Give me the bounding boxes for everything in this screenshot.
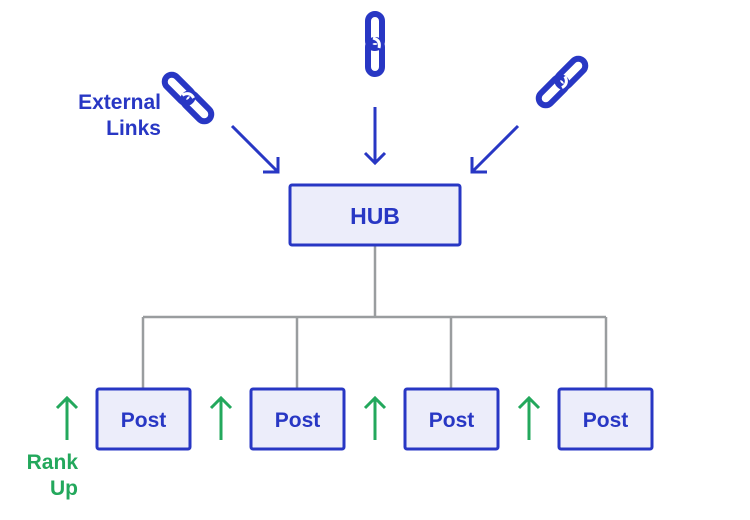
- arrow-down-left-icon: [470, 124, 520, 174]
- post-node: Post: [249, 387, 346, 451]
- arrow-down-icon: [363, 107, 387, 166]
- arrow-up-icon: [55, 395, 79, 440]
- connector-lines: [141, 246, 608, 388]
- rank-up-label-line2: Up: [50, 477, 78, 500]
- link-icon: [536, 56, 588, 108]
- post-node: Post: [95, 387, 192, 451]
- post-label: Post: [275, 409, 321, 432]
- arrow-up-icon: [517, 395, 541, 440]
- post-node: Post: [557, 387, 654, 451]
- link-icon: [368, 14, 382, 74]
- external-links-label-line1: External: [78, 91, 161, 114]
- rank-up-label-line1: Rank: [27, 451, 79, 474]
- arrow-up-icon: [363, 395, 387, 440]
- arrow-up-icon: [209, 395, 233, 440]
- post-label: Post: [583, 409, 629, 432]
- post-label: Post: [429, 409, 475, 432]
- arrow-down-right-icon: [230, 124, 280, 174]
- external-links-label-line2: Links: [106, 117, 161, 140]
- post-node: Post: [403, 387, 500, 451]
- hub-node: HUB: [288, 183, 462, 247]
- post-label: Post: [121, 409, 167, 432]
- hub-label: HUB: [350, 203, 400, 229]
- link-icon: [162, 72, 214, 124]
